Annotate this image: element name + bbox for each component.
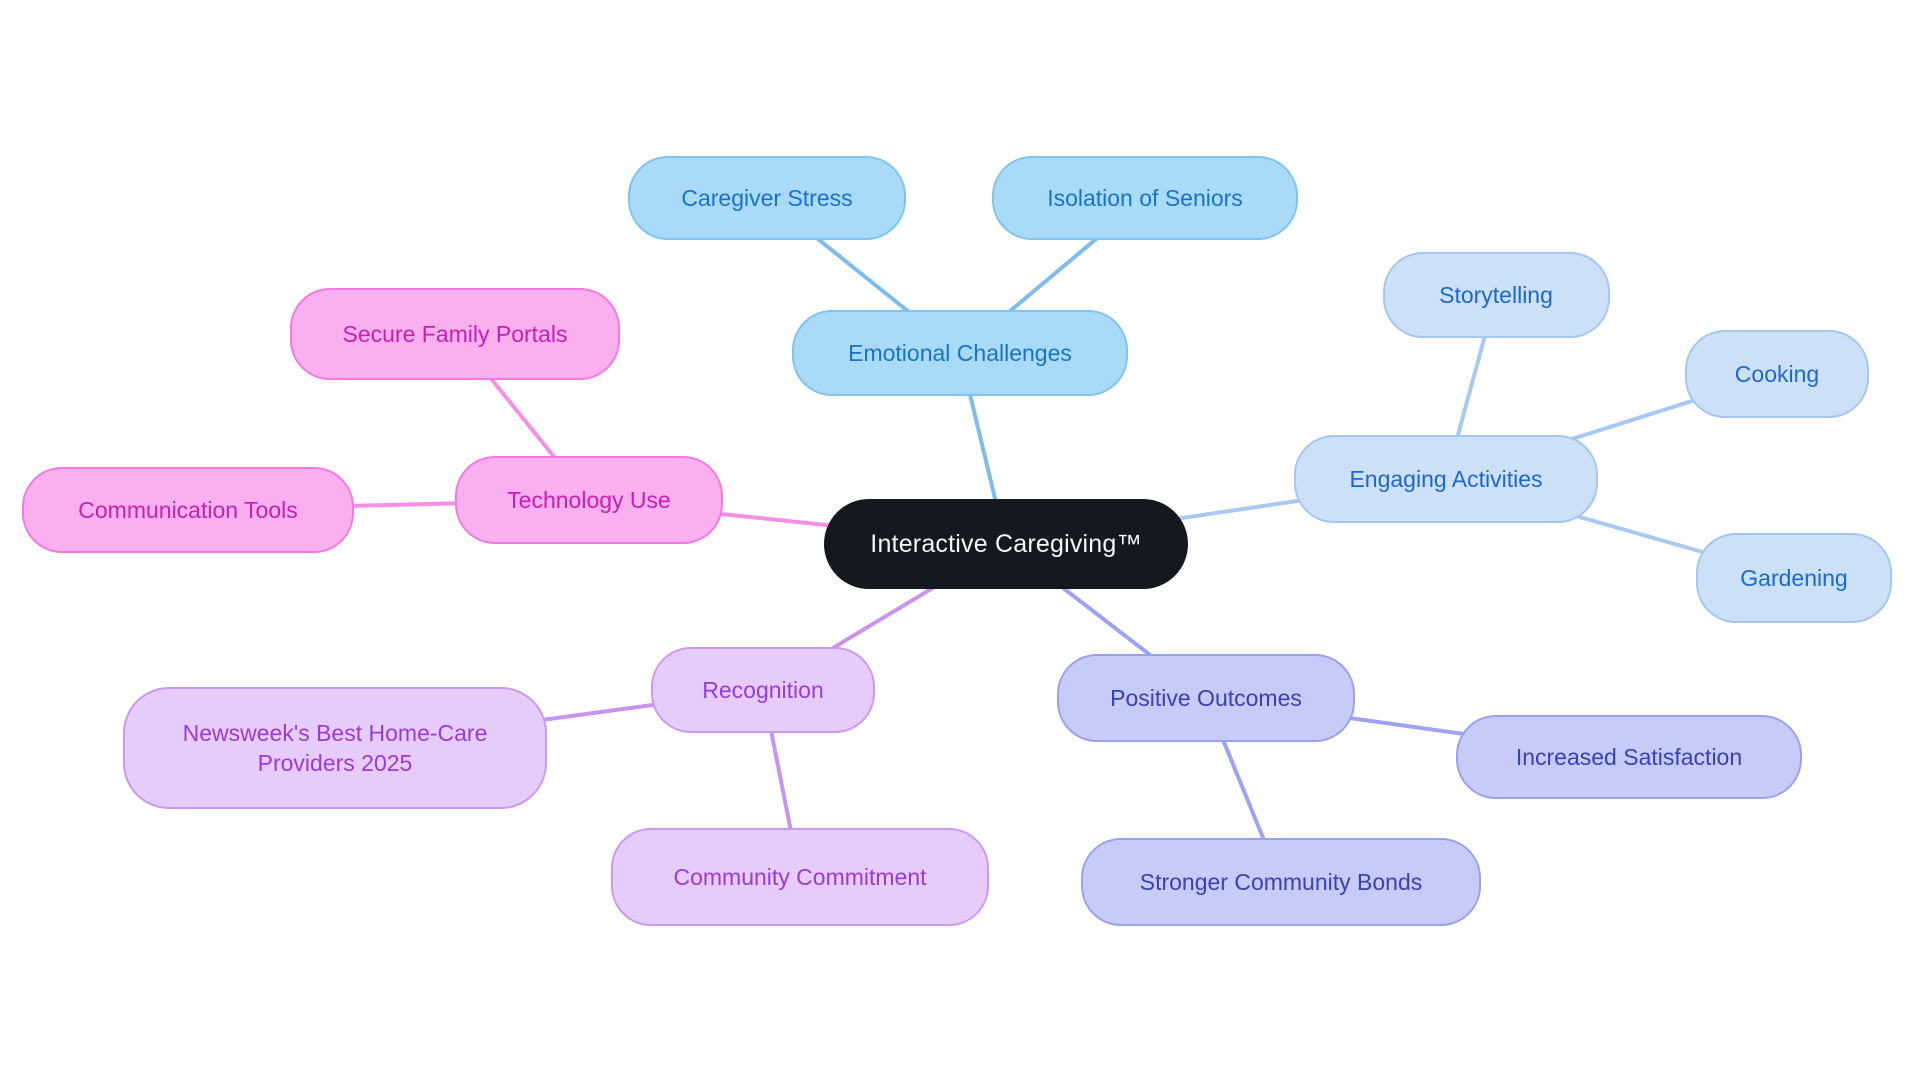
node-community-commitment[interactable]: Community Commitment — [611, 828, 989, 926]
node-gardening[interactable]: Gardening — [1696, 533, 1892, 623]
node-communication-tools[interactable]: Communication Tools — [22, 467, 354, 553]
node-label: Cooking — [1734, 360, 1820, 387]
node-technology-use[interactable]: Technology Use — [455, 456, 723, 544]
node-secure-family-portals[interactable]: Secure Family Portals — [290, 288, 620, 380]
node-recognition[interactable]: Recognition — [651, 647, 875, 733]
node-label: Positive Outcomes — [1110, 684, 1302, 711]
node-label: Stronger Community Bonds — [1139, 868, 1423, 895]
node-label: Isolation of Seniors — [1047, 184, 1243, 211]
node-cooking[interactable]: Cooking — [1685, 330, 1869, 418]
node-increased-satisfaction[interactable]: Increased Satisfaction — [1456, 715, 1802, 799]
node-engaging-activities[interactable]: Engaging Activities — [1294, 435, 1598, 523]
node-newsweek-best-home-care[interactable]: Newsweek's Best Home-Care Providers 2025 — [123, 687, 547, 809]
node-label: Engaging Activities — [1349, 465, 1543, 492]
node-label: Communication Tools — [78, 496, 298, 523]
node-label: Recognition — [702, 676, 824, 703]
node-label: Interactive Caregiving™ — [870, 529, 1142, 558]
node-label: Emotional Challenges — [848, 339, 1072, 366]
node-label: Newsweek's Best Home-Care Providers 2025 — [182, 719, 488, 776]
node-stronger-community-bonds[interactable]: Stronger Community Bonds — [1081, 838, 1481, 926]
node-positive-outcomes[interactable]: Positive Outcomes — [1057, 654, 1355, 742]
node-label: Gardening — [1740, 564, 1848, 591]
node-label: Community Commitment — [673, 863, 927, 890]
node-emotional-challenges[interactable]: Emotional Challenges — [792, 310, 1128, 396]
node-label: Storytelling — [1439, 281, 1553, 308]
node-label: Caregiver Stress — [681, 184, 853, 211]
node-label: Secure Family Portals — [342, 320, 568, 347]
node-storytelling[interactable]: Storytelling — [1382, 252, 1610, 338]
node-caregiver-stress[interactable]: Caregiver Stress — [628, 156, 906, 240]
node-isolation-of-seniors[interactable]: Isolation of Seniors — [992, 156, 1298, 240]
node-label: Technology Use — [507, 486, 671, 513]
node-label: Increased Satisfaction — [1515, 743, 1743, 770]
node-interactive-caregiving[interactable]: Interactive Caregiving™ — [824, 499, 1188, 589]
